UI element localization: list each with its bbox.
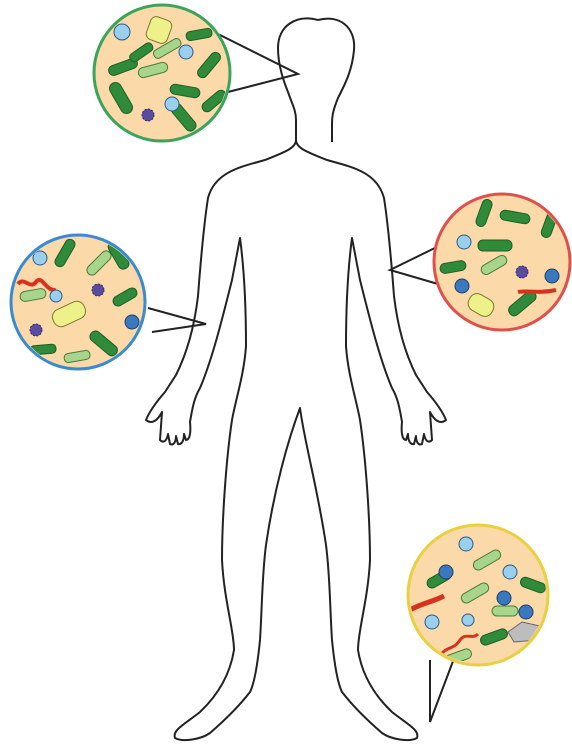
virus-particle [92, 284, 104, 296]
coccus [439, 565, 453, 579]
coccus [497, 591, 511, 605]
virus-particle [142, 109, 154, 121]
rod-bacterium [492, 606, 518, 616]
coccus [462, 614, 474, 626]
rod-bacterium [478, 240, 512, 251]
coccus [50, 290, 62, 302]
coccus [519, 605, 533, 619]
callout-left-elbow [11, 235, 145, 369]
callout-foot [408, 525, 548, 666]
coccus [165, 97, 179, 111]
coccus [125, 315, 139, 329]
coccus [503, 565, 517, 579]
callout-head [94, 5, 230, 141]
virus-particle [30, 324, 42, 336]
neck-right-outline [318, 19, 354, 142]
virus-particle [516, 266, 528, 278]
callout-right-elbow [434, 194, 570, 330]
coccus [457, 235, 471, 249]
coccus [425, 615, 439, 629]
coccus [545, 269, 559, 283]
coccus [179, 45, 193, 59]
coccus [459, 537, 473, 551]
spirochete [518, 290, 556, 292]
coccus [114, 24, 130, 40]
coccus [455, 279, 469, 293]
